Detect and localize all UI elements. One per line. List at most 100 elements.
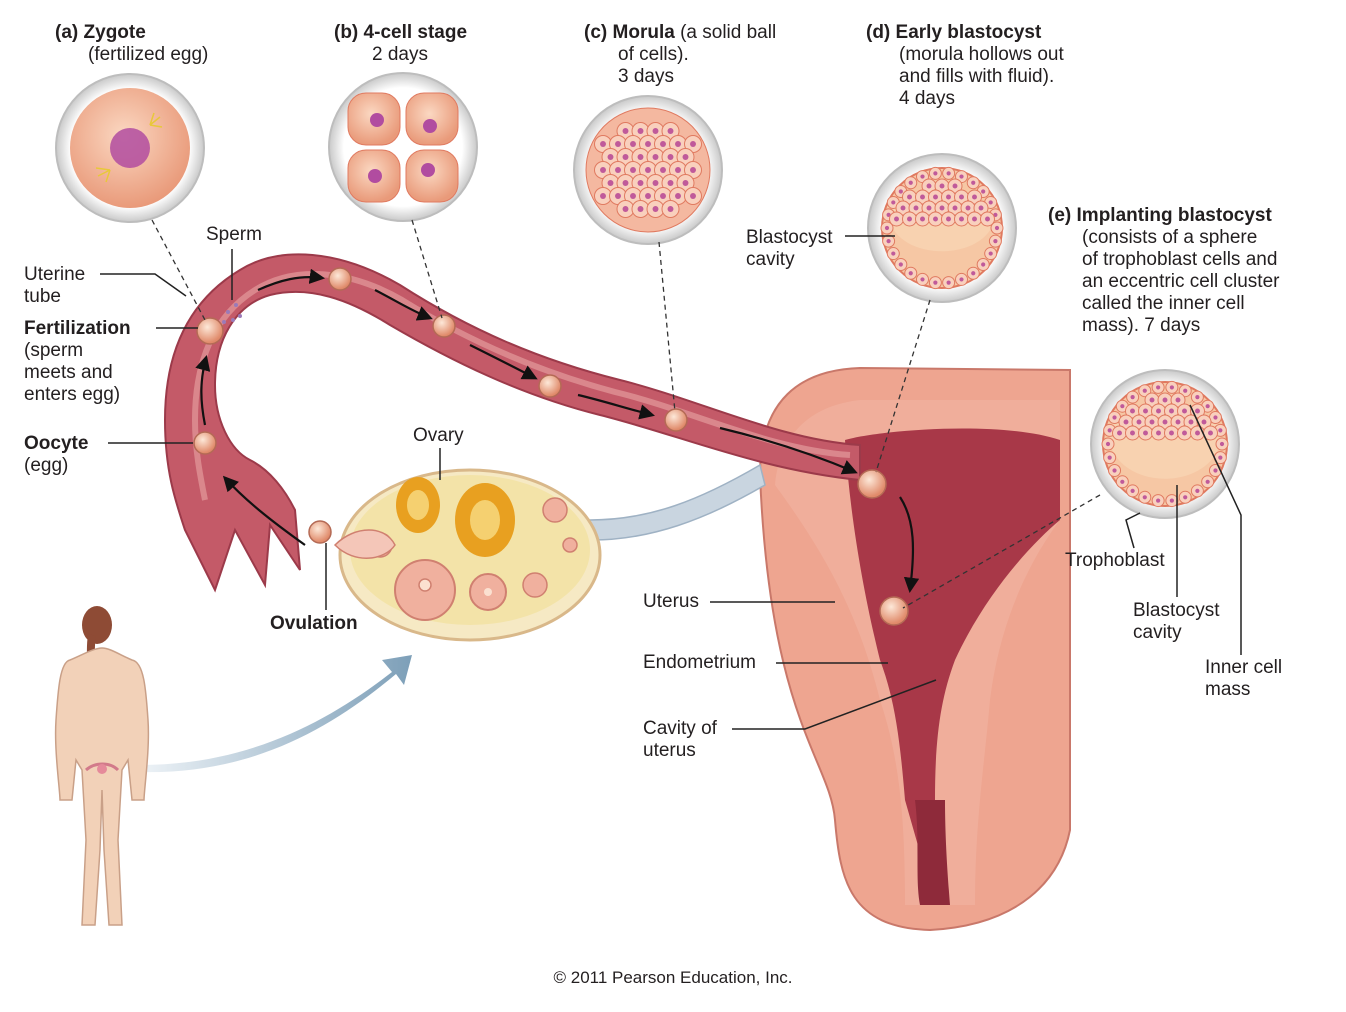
- trophoblast-cell-nucleus: [1183, 388, 1188, 393]
- morula-inset: [573, 95, 723, 245]
- inner-cell-nucleus: [1169, 430, 1174, 436]
- trophoblast-cell-nucleus: [1107, 428, 1112, 433]
- morula-cell-nucleus: [667, 180, 674, 186]
- inner-cell-nucleus: [907, 194, 912, 200]
- trophoblast-cell-nucleus: [1142, 388, 1147, 393]
- morula-cell-nucleus: [637, 128, 644, 134]
- trophoblast-cell-nucleus: [946, 171, 951, 176]
- dashed-connectors: [151, 219, 1101, 609]
- trophoblast-cell-nucleus: [1169, 498, 1174, 503]
- morula-cell-nucleus: [690, 167, 696, 173]
- inner-cell-nucleus: [1195, 408, 1200, 414]
- trophoblast-cell-nucleus: [891, 200, 896, 205]
- label-fertilization: Fertilization: [24, 318, 131, 339]
- trophoblast-cell-nucleus: [1205, 404, 1210, 409]
- morula-cell-nucleus: [630, 167, 636, 173]
- stage-c-desc: of cells).: [618, 44, 689, 65]
- trophoblast-cell-nucleus: [1156, 385, 1161, 390]
- trophoblast-cell-nucleus: [959, 277, 964, 282]
- uterus: [758, 366, 1071, 932]
- label-endometrium: Endometrium: [643, 652, 756, 673]
- morula-cell-nucleus: [652, 180, 659, 186]
- morula-cell-nucleus: [645, 141, 651, 147]
- morula-cell-nucleus: [675, 167, 681, 173]
- trophoblast-cell-nucleus: [1112, 468, 1117, 473]
- inner-cell-nucleus: [959, 194, 964, 200]
- inner-cell-nucleus: [972, 216, 977, 222]
- stage-a-desc: (fertilized egg): [88, 44, 209, 65]
- morula-cell-nucleus: [645, 167, 651, 173]
- morula-cell-nucleus: [622, 206, 629, 212]
- trophoblast-cell-nucleus: [959, 174, 964, 179]
- trophoblast-cell-nucleus: [981, 189, 986, 194]
- four-cell-inset: [328, 72, 478, 222]
- inner-cell-nucleus: [985, 216, 990, 222]
- inner-cell-nucleus: [978, 205, 984, 211]
- inner-cell-nucleus: [920, 194, 925, 200]
- trophoblast-cell-nucleus: [946, 280, 951, 285]
- morula-cell-nucleus: [652, 128, 659, 134]
- stage-b-time: 2 days: [372, 44, 428, 65]
- morula-cell-nucleus: [615, 167, 621, 173]
- zygote-inset: [55, 73, 205, 223]
- morula-cell-nucleus: [607, 154, 614, 160]
- morula-cell-nucleus: [637, 154, 644, 160]
- trophoblast-cell-nucleus: [884, 225, 890, 231]
- inner-cell-nucleus: [1123, 419, 1129, 425]
- trophoblast-cell-nucleus: [886, 212, 891, 217]
- inner-cell-nucleus: [1188, 419, 1194, 425]
- inner-cell-nucleus: [1162, 419, 1168, 425]
- label-uterus: Uterus: [643, 591, 699, 612]
- inner-cell-nucleus: [1162, 397, 1168, 403]
- label-fertilization-desc-3: enters egg): [24, 384, 121, 405]
- inner-cell-nucleus: [939, 205, 945, 211]
- trophoblast-cell-nucleus: [898, 262, 903, 267]
- label-cavity-of-uterus-2: uterus: [643, 740, 696, 761]
- inner-cell-nucleus: [1156, 430, 1161, 436]
- human-figure: [54, 606, 150, 926]
- inner-cell-nucleus: [926, 183, 932, 189]
- trophoblast-cell-nucleus: [988, 251, 993, 256]
- stage-e-desc-5: mass). 7 days: [1082, 315, 1201, 336]
- morula-cell-nucleus: [667, 128, 674, 134]
- inner-cell-nucleus: [913, 205, 919, 211]
- label-trophoblast: Trophoblast: [1065, 550, 1165, 571]
- label-uterine-tube-2: tube: [24, 286, 61, 307]
- morula-cell-nucleus: [660, 141, 666, 147]
- morula-cell-nucleus: [622, 154, 629, 160]
- label-blastocyst-cavity-d-1: Blastocyst: [746, 227, 833, 248]
- stage-e-heading: (e) Implanting blastocyst: [1048, 205, 1272, 226]
- inner-cell-nucleus: [939, 183, 945, 189]
- inner-cell-nucleus: [1195, 430, 1200, 436]
- label-ovulation: Ovulation: [270, 613, 358, 634]
- inner-cell-nucleus: [1156, 408, 1161, 414]
- stage-e-desc-3: an eccentric cell cluster: [1082, 271, 1280, 292]
- morula-cell-nucleus: [630, 193, 636, 199]
- inner-cell-nucleus: [1130, 430, 1135, 436]
- inner-cell-nucleus: [946, 194, 951, 200]
- morula-cell-nucleus: [690, 193, 696, 199]
- ovary: [333, 468, 602, 642]
- morula-cell-nucleus: [637, 206, 644, 212]
- trophoblast-cell-nucleus: [886, 239, 891, 244]
- trophoblast-cell-nucleus: [1112, 415, 1117, 420]
- trophoblast-cell-nucleus: [908, 271, 913, 276]
- zoom-arrow: [140, 655, 412, 773]
- inner-cell-nucleus: [1182, 408, 1187, 414]
- stage-d-heading: (d) Early blastocyst: [866, 22, 1042, 43]
- morula-cell-nucleus: [667, 206, 674, 212]
- stage-d-desc1: (morula hollows out: [899, 44, 1064, 65]
- inner-cell-nucleus: [1175, 397, 1181, 403]
- inner-cell-nucleus: [1117, 430, 1122, 436]
- label-oocyte: Oocyte: [24, 433, 89, 454]
- trophoblast-cell-nucleus: [1219, 441, 1225, 447]
- label-oocyte-desc: (egg): [24, 455, 69, 476]
- label-sperm: Sperm: [206, 224, 262, 245]
- inner-cell-nucleus: [1149, 397, 1155, 403]
- inner-cell-nucleus: [907, 216, 912, 222]
- stage-e-desc-2: of trophoblast cells and: [1082, 249, 1278, 270]
- morula-cell-nucleus: [637, 180, 644, 186]
- morula-cell-nucleus: [675, 193, 681, 199]
- inner-cell-nucleus: [1175, 419, 1181, 425]
- trophoblast-cell-nucleus: [993, 212, 998, 217]
